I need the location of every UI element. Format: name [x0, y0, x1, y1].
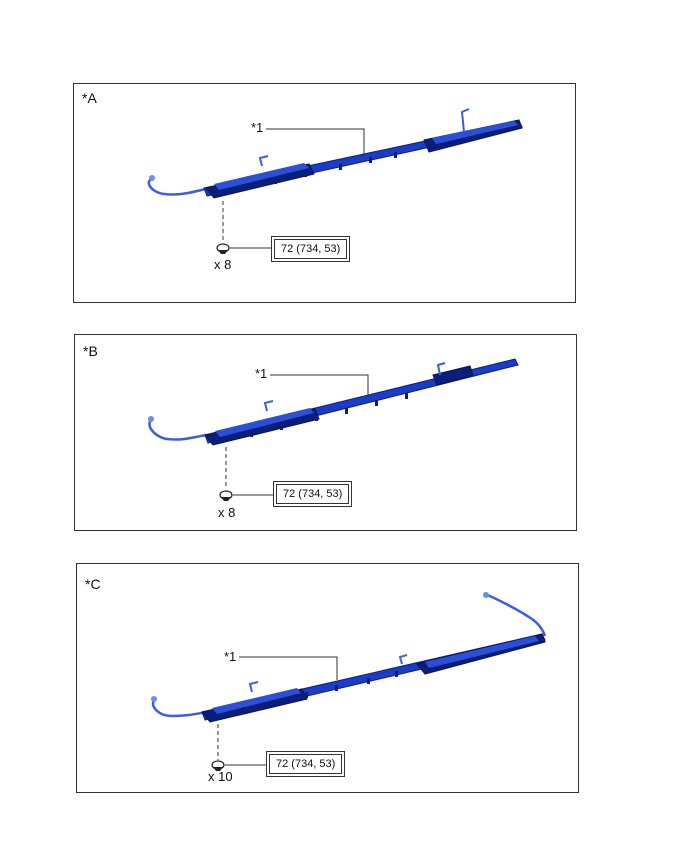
callout-label: *1	[224, 649, 236, 664]
component-illustration: *1	[147, 108, 523, 254]
component-illustration: *1	[151, 592, 547, 771]
component-illustration: *1	[148, 358, 519, 501]
panel-c: *C *1 72 (734, 53) x 10	[76, 563, 579, 793]
torque-spec: 72 (734, 53)	[274, 239, 348, 259]
panel-a: *A *1 72 (734, 53) x 8	[73, 83, 576, 303]
callout-label: *1	[255, 366, 267, 381]
torque-spec: 72 (734, 53)	[276, 484, 350, 504]
clip-quantity: x 10	[208, 769, 233, 784]
torque-spec-box: 72 (734, 53)	[271, 236, 351, 262]
clip-quantity: x 8	[218, 505, 236, 520]
torque-spec-box: 72 (734, 53)	[266, 751, 346, 777]
panel-b: *B *1 72 (734, 53) x 8	[74, 334, 577, 531]
panel-label: *A	[82, 90, 97, 106]
panel-label: *C	[85, 576, 101, 592]
clip-quantity: x 8	[214, 257, 232, 272]
callout-label: *1	[251, 120, 263, 135]
torque-spec: 72 (734, 53)	[269, 754, 343, 774]
torque-spec-box: 72 (734, 53)	[273, 481, 353, 507]
panel-label: *B	[83, 343, 98, 359]
